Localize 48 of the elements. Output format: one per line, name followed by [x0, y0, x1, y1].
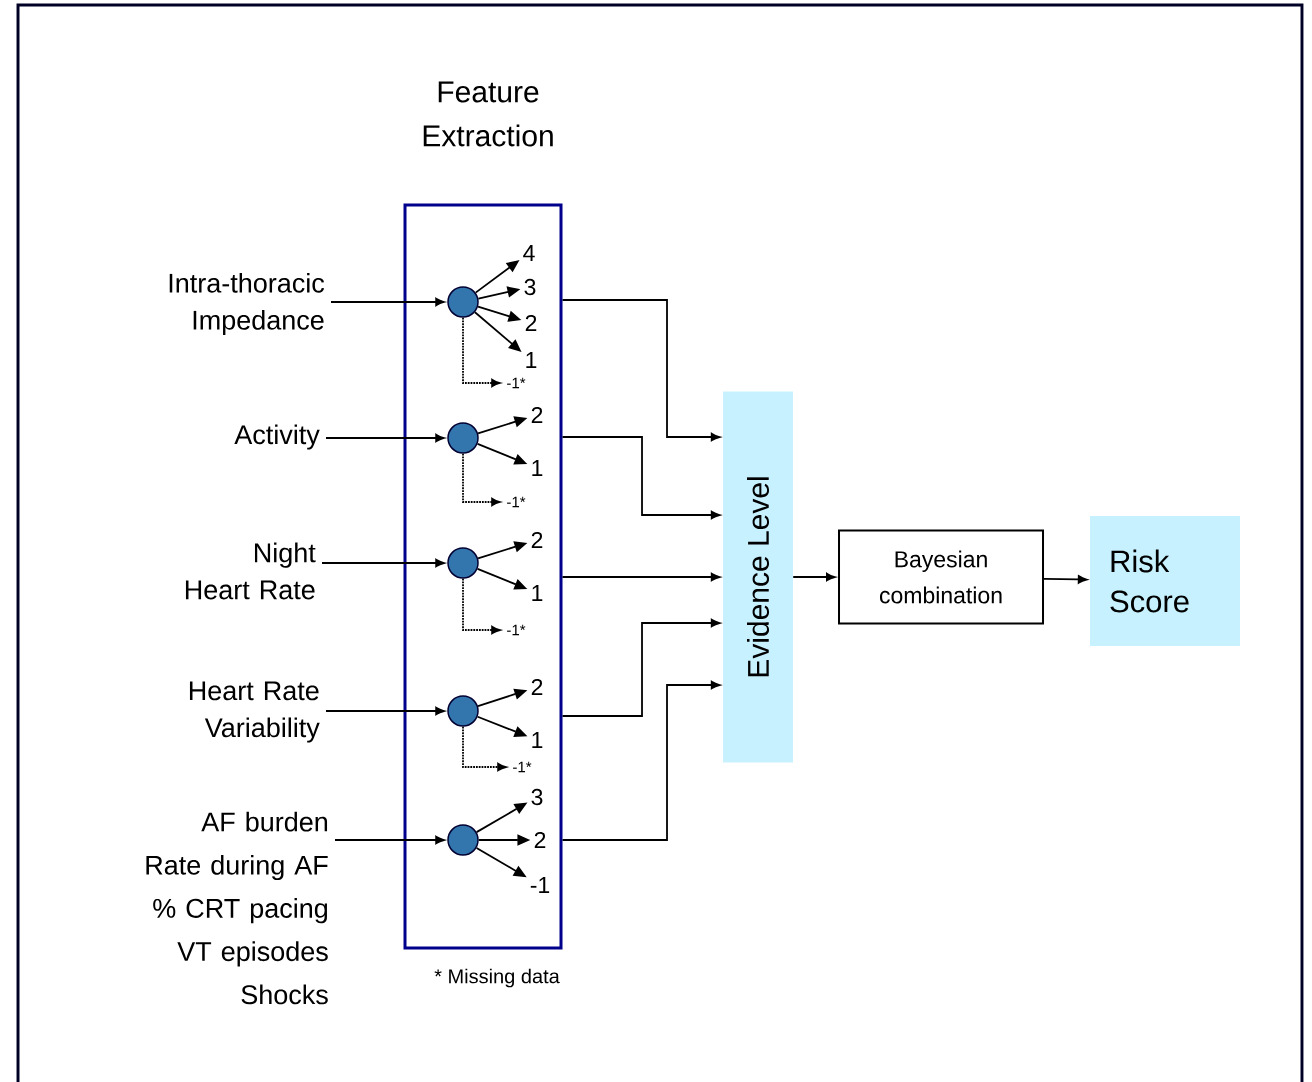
circle-node [447, 824, 479, 856]
level-number: 1 [532, 732, 543, 748]
level-number: 4 [523, 245, 535, 261]
level-number: 1 [526, 352, 537, 368]
input-label: Heart Rate Variability [189, 681, 320, 743]
footnote: * Missing data [434, 968, 560, 988]
connector-arrow [561, 436, 721, 520]
level-number: -1 [530, 877, 550, 893]
arrow [1043, 575, 1088, 584]
input-label: Night Heart Rate [185, 542, 316, 600]
arrow [792, 572, 836, 582]
input-label: Activity [234, 424, 320, 450]
missing-level-number: -1* [507, 377, 526, 389]
connector-arrow [561, 572, 721, 582]
dotted-arrow [462, 725, 507, 772]
connector-arrow [561, 680, 721, 841]
arrow [330, 297, 445, 307]
box-heading: Feature Extraction [423, 81, 553, 147]
arrow [334, 835, 445, 845]
evidence-level-bar: Evidence Level [723, 391, 793, 763]
level-number: 1 [532, 585, 543, 601]
circle-node [447, 547, 479, 579]
missing-level-number: -1* [507, 624, 526, 636]
risk-score-box: Risk Score [1090, 516, 1240, 646]
circle-node [447, 422, 479, 454]
level-number: 3 [531, 788, 543, 806]
process-box: Bayesian combination [838, 529, 1044, 625]
input-label: AF burden Rate during AF % CRT pacing VT episodes Shocks [146, 811, 328, 1005]
level-number: 2 [531, 679, 543, 696]
dotted-arrow [462, 452, 501, 507]
arrow [321, 558, 445, 568]
level-number: 3 [524, 278, 536, 296]
level-number: 2 [534, 832, 546, 849]
missing-level-number: -1* [513, 761, 532, 773]
level-number: 2 [525, 315, 537, 332]
connector-arrow [561, 618, 721, 717]
input-label: Intra-thoracic Impedance [169, 272, 325, 336]
arrow [325, 706, 445, 716]
connector-arrow [561, 299, 721, 442]
level-number: 2 [531, 407, 543, 424]
circle-node [447, 695, 479, 727]
arrow [325, 433, 445, 443]
missing-level-number: -1* [507, 496, 526, 508]
dotted-arrow [462, 316, 501, 388]
circle-node [447, 286, 479, 318]
level-number: 2 [531, 532, 543, 549]
level-number: 1 [532, 460, 543, 476]
dotted-arrow [462, 577, 501, 635]
